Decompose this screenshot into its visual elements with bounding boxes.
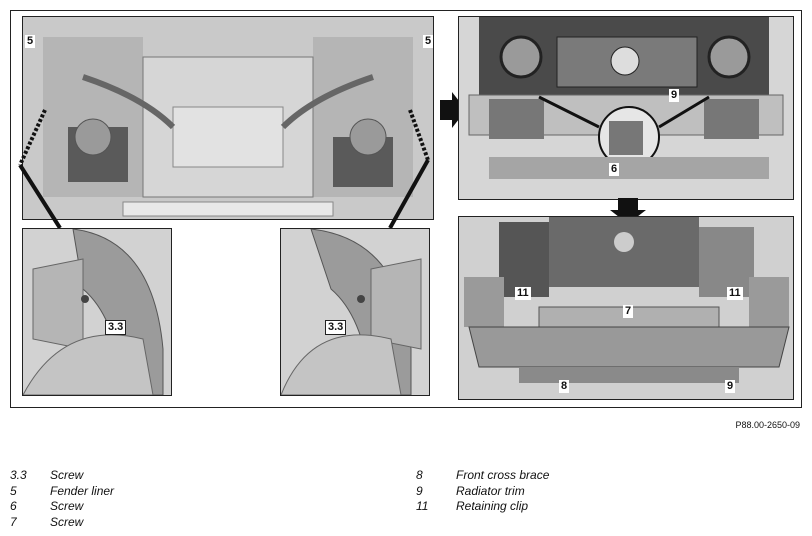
legend-label: Screw: [50, 468, 84, 482]
callout-retaining-clip-right: 11: [727, 287, 743, 300]
arrow-right-icon: [440, 92, 466, 128]
callout-radiator-trim-top: 9: [669, 89, 680, 102]
arrow-down-icon: [610, 198, 646, 224]
legend-number: 8: [416, 468, 423, 482]
legend-number: 11: [416, 499, 429, 513]
underbody-view: 5 5: [22, 16, 434, 220]
legend-label: Fender liner: [50, 483, 115, 498]
legend-item: 6 Screw: [10, 499, 114, 515]
legend-number: 5: [10, 483, 17, 498]
legend-left: 3.3 Screw 5 Fender liner 6 Screw 7 Screw: [10, 468, 114, 530]
callout-retaining-clip-left: 11: [515, 287, 531, 300]
legend-number: 7: [10, 514, 17, 529]
legend-item: 9 Radiator trim: [416, 484, 549, 500]
legend-item: 5 Fender liner: [10, 484, 114, 500]
callout-screw-6: 6: [609, 163, 620, 176]
legend-number: 3.3: [10, 468, 27, 482]
callout-fender-liner-left: 5: [25, 35, 36, 48]
front-grille-view: 9 6: [458, 16, 794, 200]
legend-item: 3.3 Screw: [10, 468, 114, 484]
legend-label: Radiator trim: [456, 483, 525, 498]
legend-item: 11 Retaining clip: [416, 499, 549, 515]
legend-item: 8 Front cross brace: [416, 468, 549, 484]
legend-number: 6: [10, 499, 17, 513]
legend-number: 9: [416, 483, 423, 498]
legend-label: Front cross brace: [456, 468, 550, 482]
engine-bay-view: 11 11 7 8 9: [458, 216, 794, 400]
callout-screw-left: 3.3: [105, 320, 127, 335]
callout-fender-liner-right: 5: [423, 35, 433, 48]
legend-label: Screw: [50, 499, 84, 513]
callout-front-cross-brace: 8: [559, 380, 570, 393]
callout-screw-right: 3.3: [325, 320, 347, 335]
detail-view-right: 3.3: [280, 228, 430, 396]
legend-item: 7 Screw: [10, 515, 114, 531]
detail-view-left: 3.3: [22, 228, 172, 396]
legend-right: 8 Front cross brace 9 Radiator trim 11 R…: [416, 468, 549, 515]
legend-label: Retaining clip: [456, 499, 529, 513]
callout-radiator-trim-bottom: 9: [725, 380, 736, 393]
callout-screw-7: 7: [623, 305, 634, 318]
legend-label: Screw: [50, 514, 84, 529]
figure-reference: P88.00-2650-09: [735, 420, 800, 430]
